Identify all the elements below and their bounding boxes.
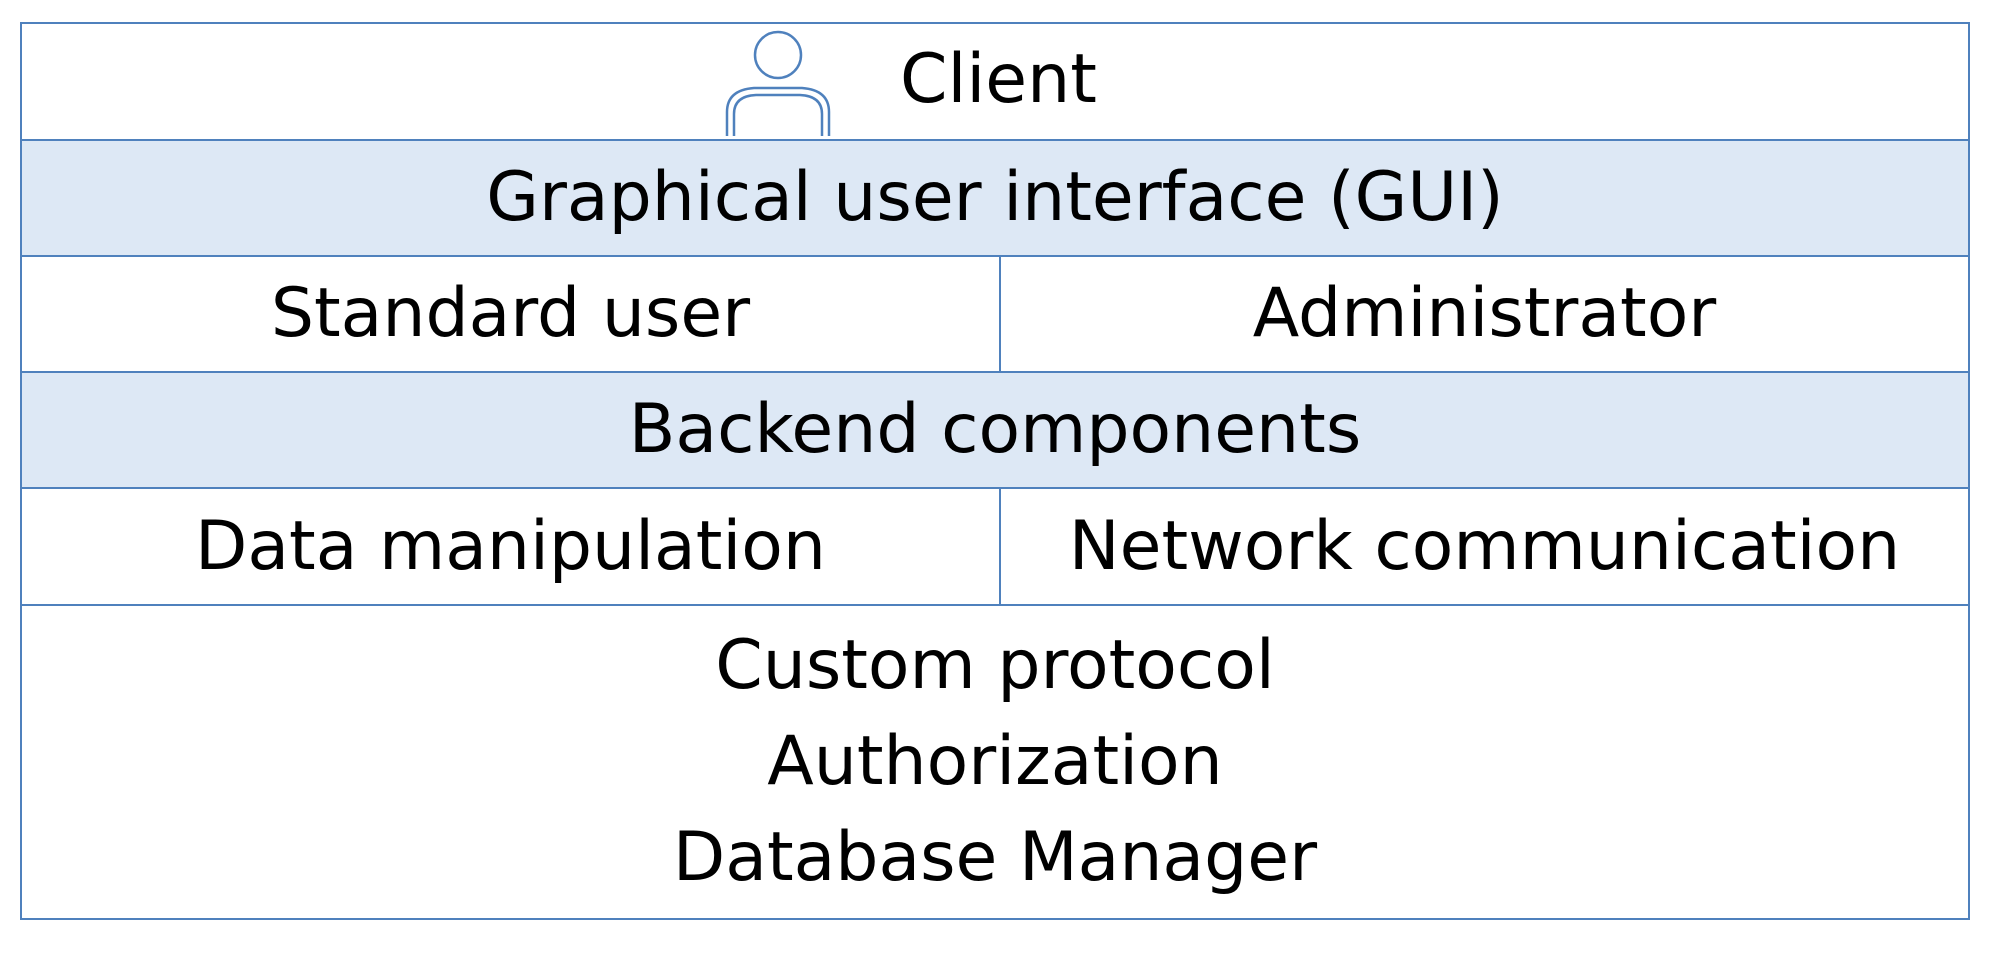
standard-user-cell: Standard user — [22, 257, 1001, 371]
standard-user-label: Standard user — [270, 274, 751, 353]
core-item: Authorization — [767, 722, 1223, 801]
core-row: Custom protocol Authorization Database M… — [22, 604, 1968, 918]
client-label: Client — [900, 40, 1097, 119]
backend-parts-row: Data manipulation Network communication — [22, 487, 1968, 604]
network-communication-label: Network communication — [1068, 506, 1901, 586]
gui-label: Graphical user interface (GUI) — [486, 158, 1504, 237]
architecture-diagram: Client Graphical user interface (GUI) St… — [20, 22, 1970, 920]
backend-label: Backend components — [628, 390, 1362, 469]
gui-roles-row: Standard user Administrator — [22, 255, 1968, 371]
administrator-label: Administrator — [1252, 274, 1717, 353]
gui-row: Graphical user interface (GUI) — [22, 139, 1968, 255]
core-stack: Custom protocol Authorization Database M… — [673, 618, 1317, 906]
network-communication-cell: Network communication — [1001, 489, 1968, 604]
core-item: Database Manager — [672, 818, 1318, 897]
administrator-cell: Administrator — [1001, 257, 1968, 371]
core-item: Custom protocol — [715, 626, 1275, 705]
user-icon — [725, 30, 831, 136]
data-manipulation-label: Data manipulation — [195, 506, 826, 586]
backend-row: Backend components — [22, 371, 1968, 487]
data-manipulation-cell: Data manipulation — [22, 489, 1001, 604]
client-row: Client — [22, 24, 1968, 139]
